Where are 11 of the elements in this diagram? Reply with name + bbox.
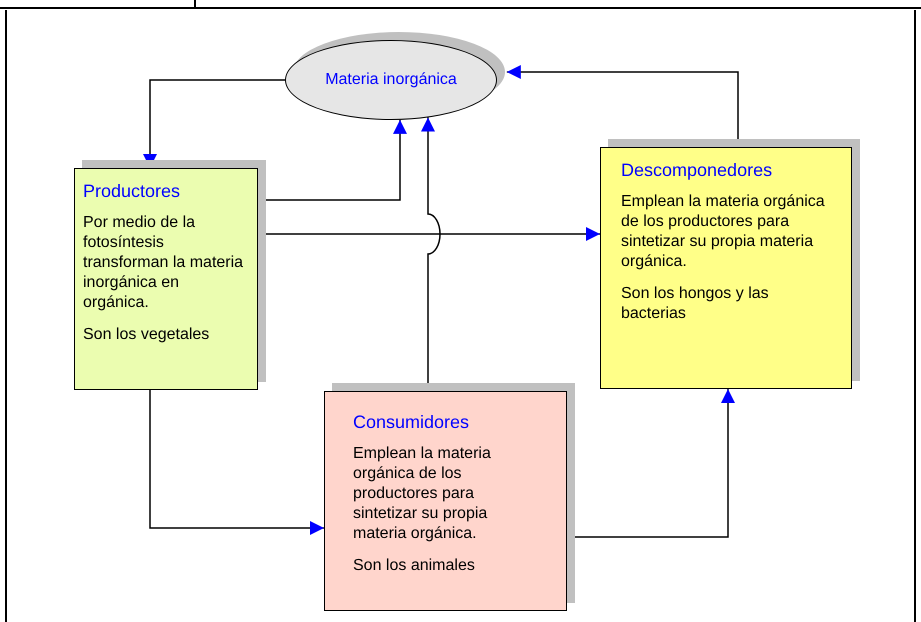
node-description: Emplean la materia orgánica de los productores para sintetizar su propia materia orgánica. <box>353 444 492 544</box>
node-description: Son los vegetales <box>83 325 210 345</box>
node-title: Consumidores <box>353 412 470 432</box>
node-description: Emplean la materia orgánica de los productores para sintetizar su propia materia orgánica. <box>621 192 826 272</box>
node-title: Descomponedores <box>621 160 774 180</box>
node-description: Por medio de la fotosíntesis transforman la materia inorgánica en orgánica. <box>83 213 244 313</box>
node-title: Productores <box>83 181 182 201</box>
node-title: Materia inorgánica <box>324 70 458 90</box>
node-description: Son los hongos y las bacterias <box>621 284 770 324</box>
arrow <box>149 390 324 535</box>
node-description: Son los animales <box>353 556 476 576</box>
